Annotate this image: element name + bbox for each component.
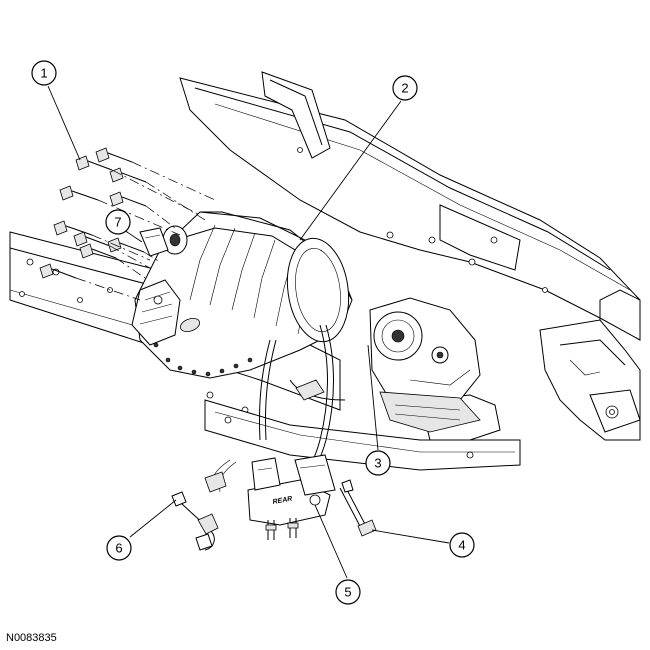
bolt-04	[59, 185, 99, 201]
engine-housing	[369, 297, 481, 433]
lower-frame-bracket	[204, 394, 521, 471]
callout-5: 5	[335, 579, 361, 605]
callout-leaders	[47, 85, 450, 579]
mount-bolt	[339, 479, 377, 537]
callout-1-label: 1	[40, 66, 47, 81]
callout-6: 6	[106, 535, 132, 561]
figure-id: N0083835	[6, 632, 57, 644]
bolt-07	[73, 231, 111, 247]
wiring-harness	[204, 324, 346, 496]
callout-2-label: 2	[401, 81, 408, 96]
bolt-01	[75, 155, 113, 171]
frame-rail	[179, 71, 641, 341]
sensor-connector	[171, 491, 219, 551]
bolt-02	[95, 147, 133, 163]
transmission-bolts	[39, 147, 147, 279]
bolt-03	[109, 167, 147, 183]
mount-rear-label: REAR	[272, 496, 293, 506]
callout-4: 4	[449, 532, 475, 558]
transmission-mount: REAR	[247, 454, 336, 540]
harness-bracket	[139, 227, 169, 257]
callout-7-label: 7	[114, 215, 121, 230]
bolt-08	[79, 243, 117, 259]
callout-3-label: 3	[374, 456, 381, 471]
callout-7: 7	[105, 209, 131, 235]
callout-5-label: 5	[344, 585, 351, 600]
callout-1: 1	[31, 60, 57, 86]
callout-4-label: 4	[458, 538, 465, 553]
callout-6-label: 6	[115, 541, 122, 556]
callout-2: 2	[392, 75, 418, 101]
bolt-06	[53, 220, 93, 236]
alignment-lines	[75, 161, 216, 301]
bolt-10	[39, 263, 77, 279]
transmission-assembly	[131, 211, 353, 379]
rear-crossmember	[539, 289, 641, 441]
bolt-05	[109, 191, 147, 207]
callout-3: 3	[365, 450, 391, 476]
